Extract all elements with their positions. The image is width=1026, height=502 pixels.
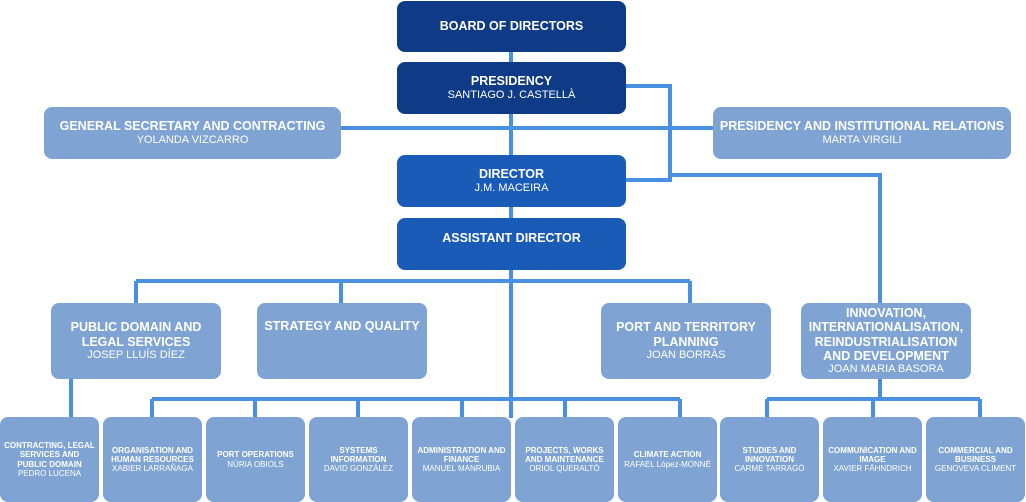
board-title: BOARD OF DIRECTORS (439, 19, 584, 34)
unit-name: CARME TARRAGÓ (734, 464, 805, 474)
unit-title: COMMUNICATION AND IMAGE (828, 445, 917, 464)
unit-title: SYSTEMS INFORMATION (330, 445, 387, 464)
director-title: DIRECTOR (478, 167, 545, 182)
port-territory-box: PORT AND TERRITORY PLANNING JOAN BORRÀS (601, 303, 771, 379)
general-secretary-box: GENERAL SECRETARY AND CONTRACTING YOLAND… (44, 107, 341, 159)
strategy-title: STRATEGY AND QUALITY (264, 319, 420, 333)
innovation-box: INNOVATION, INTERNATIONALISATION, REINDU… (801, 303, 971, 379)
unit-systems-box: SYSTEMS INFORMATION DAVID GONZÁLEZ (309, 417, 408, 502)
unit-title: STUDIES AND INNOVATION (742, 445, 797, 464)
port-territory-name: JOAN BORRÀS (646, 349, 726, 362)
institutional-relations-title: PRESIDENCY AND INSTITUTIONAL RELATIONS (719, 119, 1005, 134)
presidency-name: SANTIAGO J. CASTELLÀ (447, 88, 576, 101)
strategy-box: STRATEGY AND QUALITY (257, 303, 427, 379)
general-secretary-name: YOLANDA VIZCARRO (136, 133, 249, 146)
innovation-title: INNOVATION, INTERNATIONALISATION, REINDU… (808, 305, 964, 364)
port-territory-title: PORT AND TERRITORY PLANNING (616, 320, 756, 349)
unit-name: GENOVEVA CLIMENT (934, 464, 1017, 474)
public-domain-box: PUBLIC DOMAIN AND LEGAL SERVICES JOSEP L… (51, 303, 221, 379)
unit-name: XAVIER FÄHNDRICH (833, 464, 912, 474)
unit-title: CONTRACTING, LEGAL SERVICES AND PUBLIC D… (4, 441, 95, 469)
unit-name: ORIOL QUERALTÓ (529, 464, 600, 474)
presidency-title: PRESIDENCY (470, 74, 553, 89)
director-box: DIRECTOR J.M. MACEIRA (397, 155, 626, 207)
innovation-name: JOAN MARIA BASORA (828, 363, 944, 376)
public-domain-title: PUBLIC DOMAIN AND LEGAL SERVICES (70, 320, 202, 349)
unit-name: MANUEL MANRUBIA (422, 464, 501, 474)
unit-projects-box: PROJECTS, WORKS AND MAINTENANCE ORIOL QU… (515, 417, 614, 502)
unit-contracting-box: CONTRACTING, LEGAL SERVICES AND PUBLIC D… (0, 417, 99, 502)
unit-name: XABIER LARRAÑAGA (112, 464, 193, 474)
public-domain-name: JOSEP LLUÍS DÍEZ (87, 349, 185, 362)
assistant-director-box: ASSISTANT DIRECTOR (397, 218, 626, 270)
director-name: J.M. MACEIRA (474, 181, 549, 194)
unit-title: PORT OPERATIONS (217, 450, 294, 460)
board-of-directors-box: BOARD OF DIRECTORS (397, 1, 626, 52)
institutional-relations-name: MARTA VIRGILI (822, 133, 902, 146)
assistant-director-title: ASSISTANT DIRECTOR (442, 231, 581, 245)
unit-climate-box: CLIMATE ACTION RAFAEL López-MONNÉ (618, 417, 717, 502)
unit-name: NÚRIA OBIOLS (227, 459, 284, 469)
unit-administration-box: ADMINISTRATION AND FINANCE MANUEL MANRUB… (412, 417, 511, 502)
unit-organisation-box: ORGANISATION AND HUMAN RESOURCES XABIER … (103, 417, 202, 502)
unit-title: COMMERCIAL AND BUSINESS (938, 445, 1013, 464)
unit-name: PEDRO LUCENA (17, 468, 82, 478)
unit-communication-box: COMMUNICATION AND IMAGE XAVIER FÄHNDRICH (823, 417, 922, 502)
presidency-box: PRESIDENCY SANTIAGO J. CASTELLÀ (397, 62, 626, 114)
unit-port-operations-box: PORT OPERATIONS NÚRIA OBIOLS (206, 417, 305, 502)
unit-title: ORGANISATION AND HUMAN RESOURCES (111, 445, 194, 464)
unit-title: ADMINISTRATION AND FINANCE (417, 445, 506, 464)
unit-title: PROJECTS, WORKS AND MAINTENANCE (525, 445, 604, 464)
unit-name: RAFAEL López-MONNÉ (624, 459, 711, 469)
unit-commercial-box: COMMERCIAL AND BUSINESS GENOVEVA CLIMENT (926, 417, 1025, 502)
unit-studies-box: STUDIES AND INNOVATION CARME TARRAGÓ (720, 417, 819, 502)
general-secretary-title: GENERAL SECRETARY AND CONTRACTING (59, 119, 326, 134)
unit-title: CLIMATE ACTION (633, 450, 702, 460)
unit-name: DAVID GONZÁLEZ (323, 464, 394, 474)
institutional-relations-box: PRESIDENCY AND INSTITUTIONAL RELATIONS M… (713, 107, 1011, 159)
